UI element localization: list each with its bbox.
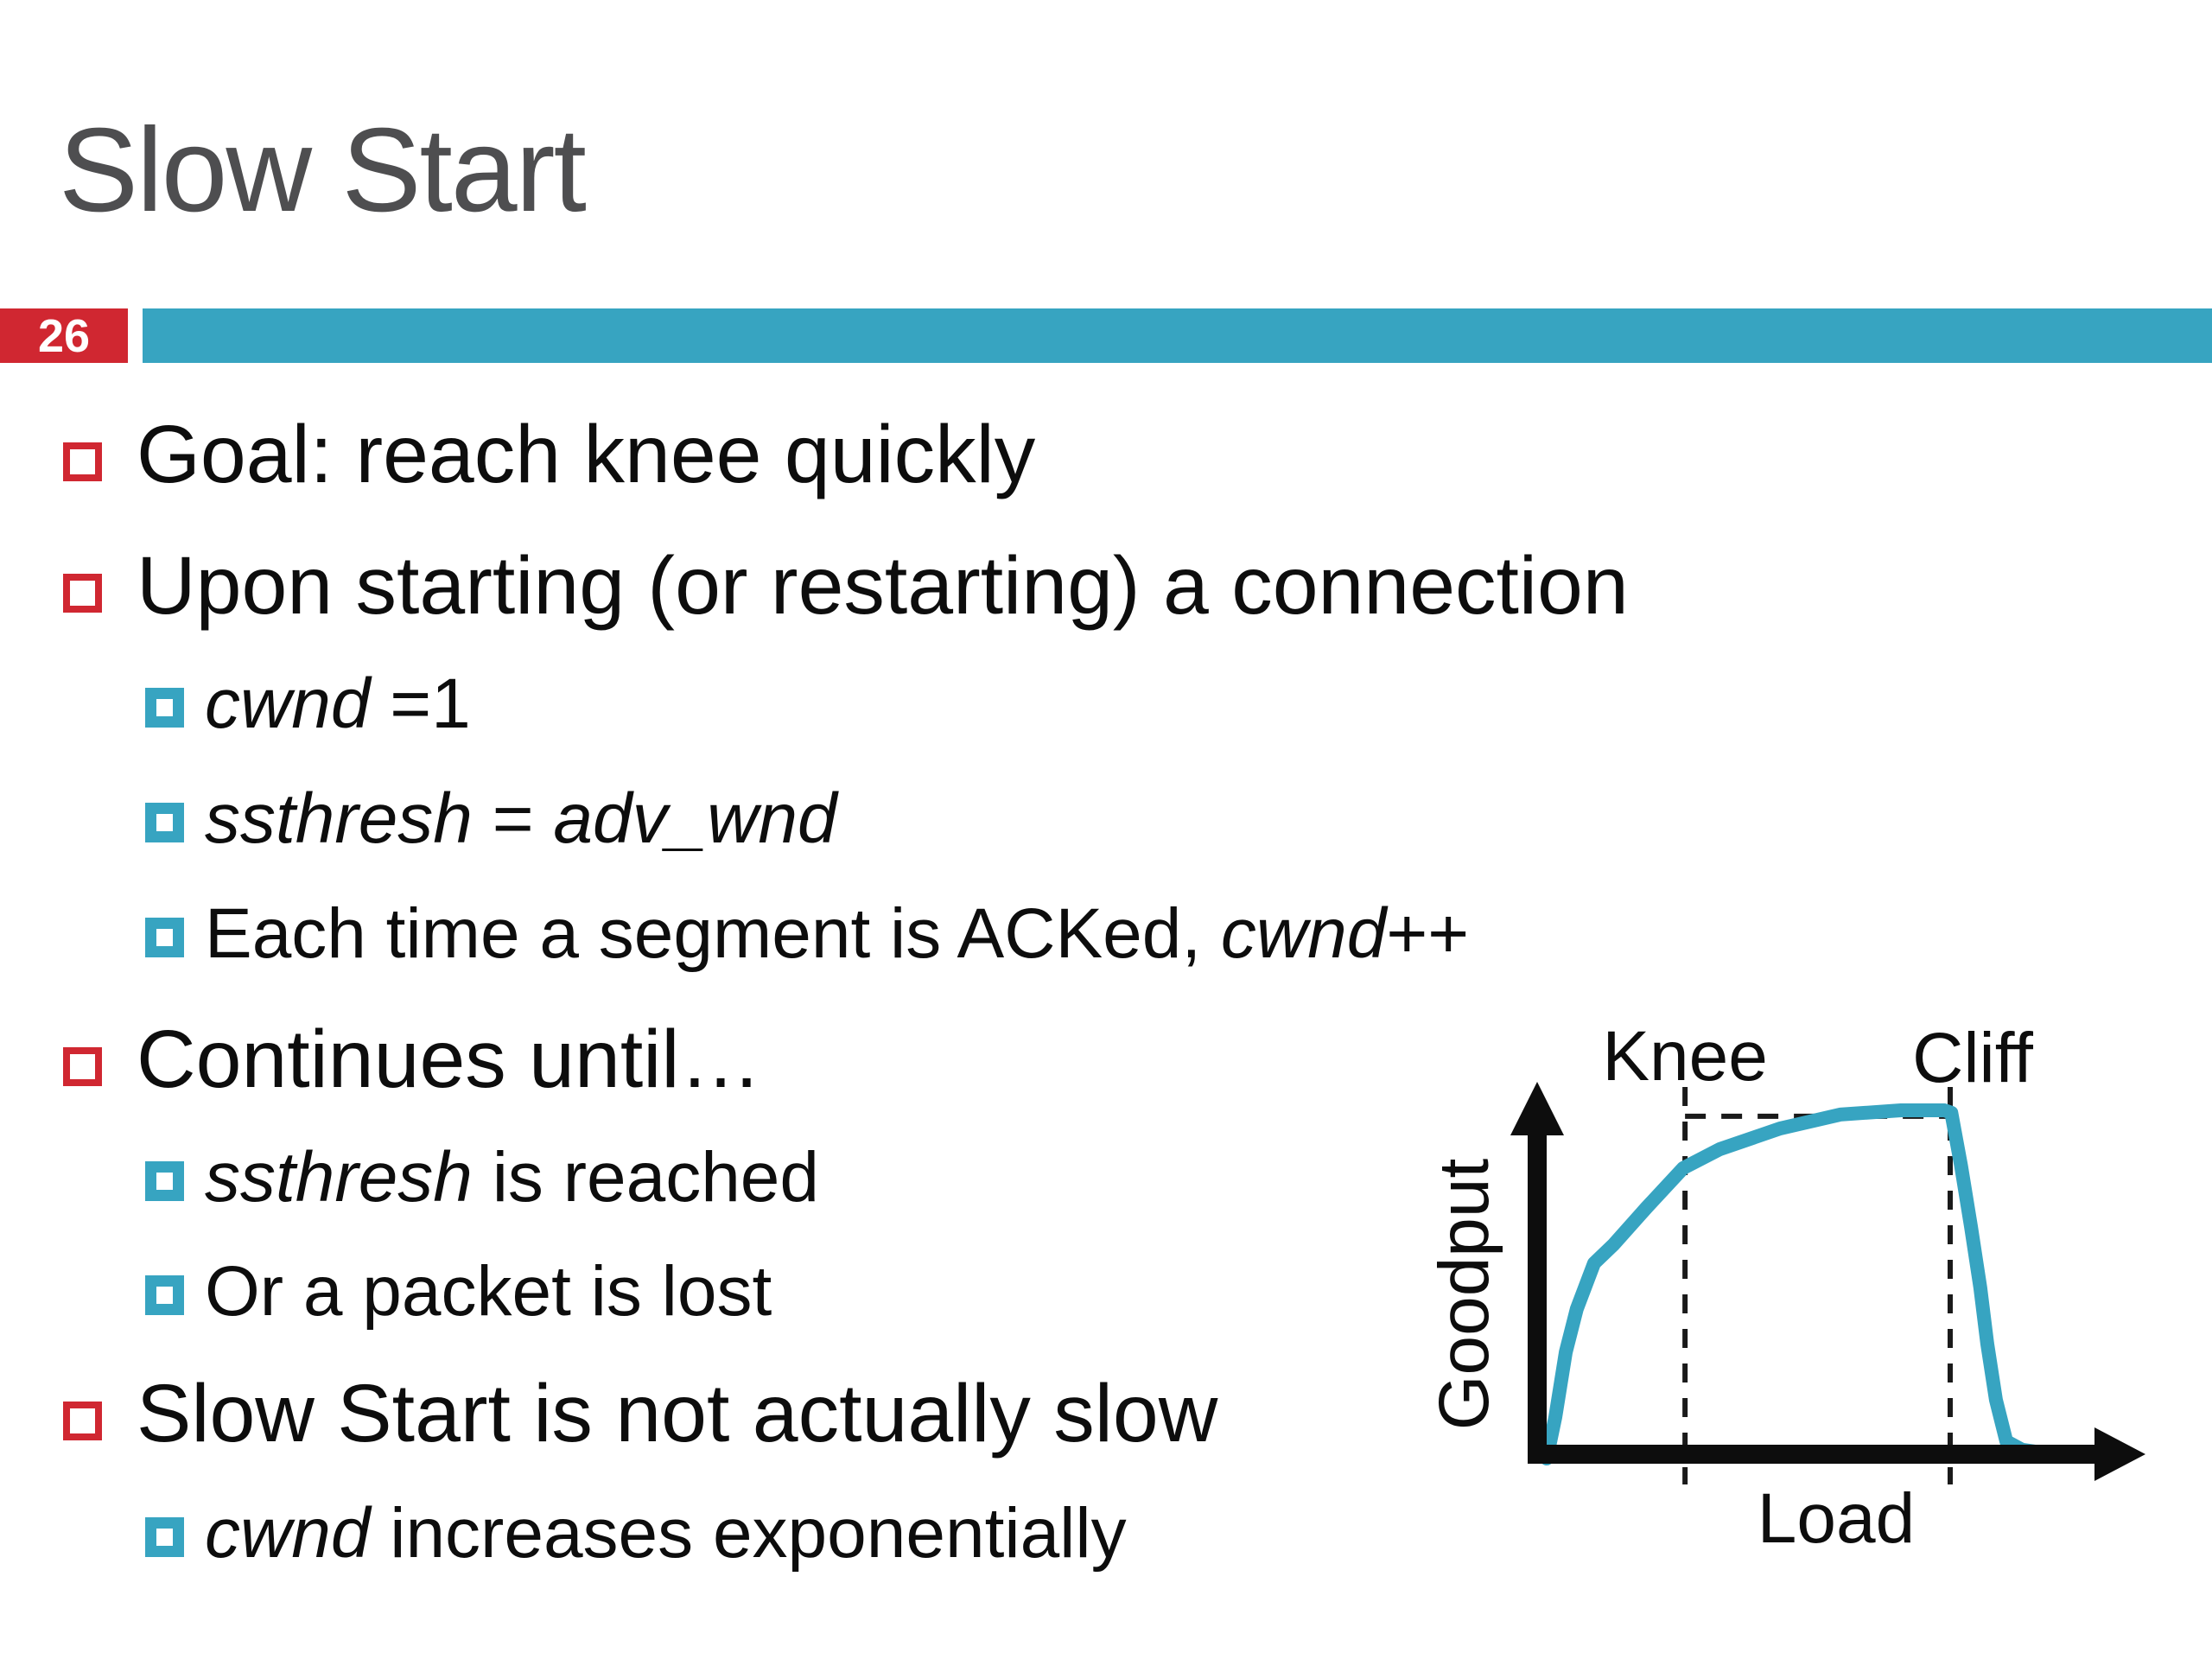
level2-square-bullet-icon — [145, 803, 184, 842]
bullet-item-level2: cwnd =1 — [145, 664, 471, 745]
slide-number-badge: 26 — [0, 308, 128, 363]
bullet-text: Continues until… — [137, 1014, 762, 1105]
bullet-text: ssthresh = adv_wnd — [205, 779, 837, 858]
y-axis-title: Goodput — [1425, 1158, 1503, 1430]
bullet-item-level1: Slow Start is not actually slow — [63, 1367, 1217, 1461]
level1-square-bullet-icon — [63, 1047, 102, 1086]
level2-square-bullet-icon — [145, 918, 184, 957]
bullet-text: cwnd =1 — [205, 664, 471, 743]
level2-square-bullet-icon — [145, 1161, 184, 1201]
bullet-item-level1: Goal: reach knee quickly — [63, 408, 1035, 502]
bullet-item-level2: Or a packet is lost — [145, 1251, 772, 1332]
level2-square-bullet-icon — [145, 1275, 184, 1315]
slide-number: 26 — [37, 309, 91, 362]
x-axis-arrowhead-icon — [2094, 1427, 2145, 1481]
bullet-item-level2: ssthresh is reached — [145, 1137, 819, 1218]
bullet-text: Slow Start is not actually slow — [137, 1368, 1218, 1459]
bullet-item-level2: ssthresh = adv_wnd — [145, 779, 837, 860]
bullet-text: Upon starting (or restarting) a connecti… — [137, 540, 1629, 632]
level2-square-bullet-icon — [145, 1517, 184, 1557]
knee-label: Knee — [1602, 1017, 1768, 1096]
y-axis-arrowhead-icon — [1510, 1082, 1564, 1135]
bullet-text: Each time a segment is ACKed, cwnd++ — [205, 894, 1470, 973]
bullet-item-level2: Each time a segment is ACKed, cwnd++ — [145, 893, 1469, 975]
x-axis-line — [1528, 1445, 2098, 1464]
goodput-curve — [1540, 1103, 2042, 1465]
cliff-label: Cliff — [1912, 1019, 2033, 1097]
level2-square-bullet-icon — [145, 688, 184, 728]
bullet-text: Or a packet is lost — [205, 1252, 772, 1331]
page-title: Slow Start — [59, 104, 587, 237]
level1-square-bullet-icon — [63, 1402, 102, 1440]
bullet-text: Goal: reach knee quickly — [137, 409, 1036, 500]
y-axis-line — [1528, 1132, 1547, 1464]
level1-square-bullet-icon — [63, 574, 102, 613]
x-axis-title: Load — [1758, 1479, 1915, 1558]
bullet-item-level2: cwnd increases exponentially — [145, 1493, 1127, 1574]
bullet-text: cwnd increases exponentially — [205, 1494, 1127, 1573]
bullet-item-level1: Upon starting (or restarting) a connecti… — [63, 539, 1629, 633]
bullet-item-level1: Continues until… — [63, 1013, 761, 1107]
bullet-text: ssthresh is reached — [205, 1138, 820, 1217]
accent-bar — [143, 308, 2212, 363]
level1-square-bullet-icon — [63, 442, 102, 481]
